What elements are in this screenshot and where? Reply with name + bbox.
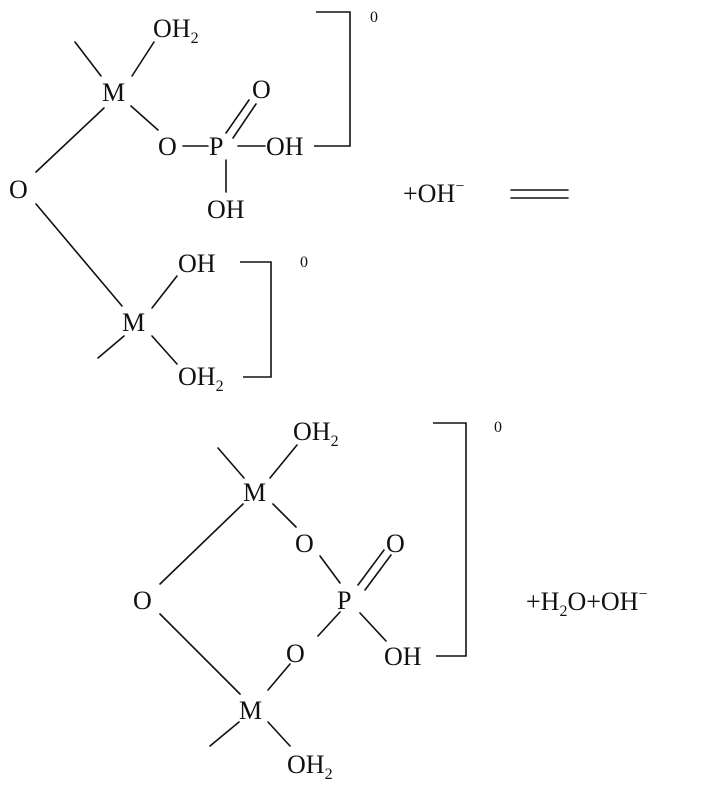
atom-o-bridge-bottom: O xyxy=(133,586,152,615)
ligand-oh-p-bottom: OH xyxy=(384,642,422,671)
product-complex: M OH2 O O P O OH O M OH2 0 +H2O+OH− xyxy=(133,417,647,783)
bond-m2-oh xyxy=(151,275,178,309)
bond-m1-oh2 xyxy=(131,41,155,77)
atom-o-double-bottom: O xyxy=(386,529,405,558)
atom-p: P xyxy=(209,132,223,161)
reagent-hydroxide: +OH− xyxy=(403,178,464,208)
atom-p-bottom: P xyxy=(337,586,351,615)
bracket-bottom xyxy=(433,422,467,657)
ligand-oh2-bottom-lower: OH2 xyxy=(287,750,333,783)
bond-p-o-double-a xyxy=(225,99,250,134)
bond-bp-oh xyxy=(359,612,387,642)
ligand-oh2-bottom-top: OH2 xyxy=(293,417,339,450)
bond-o-bridge-bm2 xyxy=(159,613,241,695)
atom-m-bottom-lower: M xyxy=(239,696,262,725)
bracket-outer-top xyxy=(314,11,351,147)
bond-o-lower-m2 xyxy=(267,663,291,691)
bond-bm1-o-bridge xyxy=(159,503,244,585)
ligand-oh-p-right: OH xyxy=(266,132,304,161)
ligand-oh-p-down: OH xyxy=(207,195,245,224)
reactant-complex: M OH2 O O P O OH OH M OH OH2 0 0 +OH− xyxy=(9,9,569,395)
bond-m1-o-bridge xyxy=(35,107,105,173)
bond-m2-stub xyxy=(97,335,125,359)
bond-bm1-stub xyxy=(217,447,245,479)
atom-m-top: M xyxy=(102,78,125,107)
bond-bp-o-double-b xyxy=(364,554,392,591)
atom-o-lower: O xyxy=(286,639,305,668)
charge-outer-top: 0 xyxy=(370,9,378,26)
products-water-hydroxide: +H2O+OH− xyxy=(526,586,647,620)
charge-bottom: 0 xyxy=(494,419,502,436)
bond-bp-o-lower xyxy=(317,611,341,637)
bond-bm2-stub xyxy=(209,721,240,747)
bond-bm2-oh2 xyxy=(267,721,291,747)
ligand-oh2-m2: OH2 xyxy=(178,362,224,395)
ligand-oh2-top: OH2 xyxy=(153,14,199,47)
atom-o-double: O xyxy=(252,75,271,104)
bond-p-o-double-b xyxy=(232,103,257,139)
atom-o-upper: O xyxy=(295,529,314,558)
atom-m-bottom-top: M xyxy=(243,478,266,507)
atom-o-bridge: O xyxy=(9,175,28,204)
bond-m1-stub xyxy=(74,41,102,77)
ligand-oh-m2: OH xyxy=(178,249,216,278)
bond-m2-oh2 xyxy=(151,335,178,365)
bond-bm1-oh2 xyxy=(269,444,298,479)
bond-o-bridge-m2 xyxy=(35,203,123,307)
atom-o-ester: O xyxy=(158,132,177,161)
atom-m-lower: M xyxy=(122,308,145,337)
charge-inner-top: 0 xyxy=(300,254,308,271)
bond-o-upper-p xyxy=(319,555,341,584)
bracket-inner-top xyxy=(240,261,272,378)
bond-bp-o-double-a xyxy=(357,549,385,586)
bond-bm1-o-upper xyxy=(272,503,297,528)
bond-m1-o-ester xyxy=(130,105,159,131)
